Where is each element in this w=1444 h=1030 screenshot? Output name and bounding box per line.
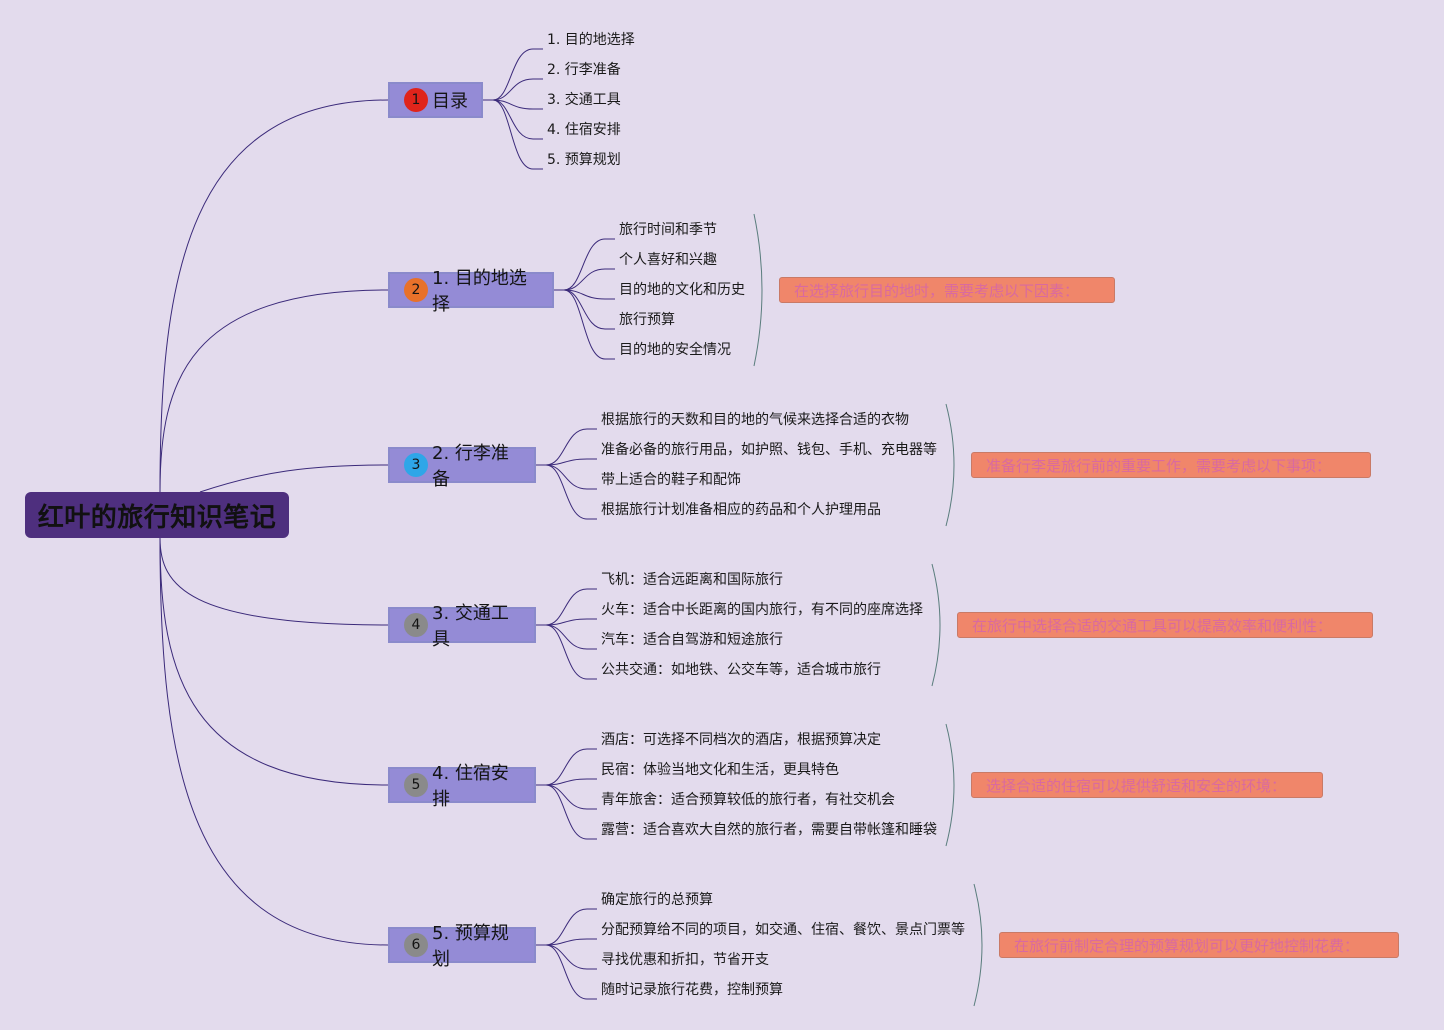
leaf-topic[interactable]: 酒店：可选择不同档次的酒店，根据预算决定: [601, 732, 881, 748]
leaf-connector: [536, 938, 597, 946]
leaf-topic[interactable]: 民宿：体验当地文化和生活，更具特色: [601, 762, 839, 778]
leaf-connector: [536, 588, 597, 626]
branch-label: 1. 目的地选择: [432, 268, 527, 315]
leaf-connector: [536, 778, 597, 786]
leaf-connector: [554, 289, 615, 330]
number-badge: 3: [404, 453, 428, 477]
leaf-connector: [483, 48, 543, 101]
leaf-connector: [536, 784, 597, 840]
leaf-connector: [536, 464, 597, 490]
leaf-connector: [536, 784, 597, 810]
leaf-connector: [536, 944, 597, 1000]
leaf-topic[interactable]: 目的地的文化和历史: [619, 282, 745, 298]
branch-connector: [159, 537, 389, 786]
number-badge: 6: [404, 933, 428, 957]
branch-label: 2. 行李准备: [432, 443, 509, 490]
summary-brace: [945, 723, 955, 847]
leaf-connector: [536, 428, 597, 466]
leaf-connector: [554, 268, 615, 291]
summary-brace: [973, 883, 983, 1007]
leaf-topic[interactable]: 根据旅行计划准备相应的药品和个人护理用品: [601, 502, 881, 518]
leaf-topic[interactable]: 根据旅行的天数和目的地的气候来选择合适的衣物: [601, 412, 909, 428]
summary-note[interactable]: 在选择旅行目的地时，需要考虑以下因素：: [779, 277, 1115, 303]
number-badge: 4: [404, 613, 428, 637]
branch-connector: [159, 537, 389, 626]
root-topic[interactable]: 红叶的旅行知识笔记: [25, 492, 289, 538]
leaf-connector: [554, 289, 615, 300]
leaf-topic[interactable]: 汽车：适合自驾游和短途旅行: [601, 632, 783, 648]
summary-brace: [753, 213, 763, 367]
branch-connector: [159, 537, 389, 946]
leaf-topic[interactable]: 2. 行李准备: [547, 62, 621, 78]
leaf-topic[interactable]: 1. 目的地选择: [547, 32, 635, 48]
summary-note[interactable]: 选择合适的住宿可以提供舒适和安全的环境：: [971, 772, 1323, 798]
leaf-connector: [483, 99, 543, 170]
leaf-topic[interactable]: 随时记录旅行花费，控制预算: [601, 982, 783, 998]
branch-connector: [199, 464, 389, 493]
leaf-topic[interactable]: 目的地的安全情况: [619, 342, 731, 358]
summary-brace: [945, 403, 955, 527]
leaf-topic[interactable]: 带上适合的鞋子和配饰: [601, 472, 741, 488]
branch-connector: [159, 99, 389, 493]
leaf-topic[interactable]: 寻找优惠和折扣，节省开支: [601, 952, 769, 968]
leaf-topic[interactable]: 准备必备的旅行用品，如护照、钱包、手机、充电器等: [601, 442, 937, 458]
leaf-topic[interactable]: 飞机：适合远距离和国际旅行: [601, 572, 783, 588]
leaf-connector: [483, 99, 543, 110]
leaf-topic[interactable]: 青年旅舍：适合预算较低的旅行者，有社交机会: [601, 792, 895, 808]
leaf-topic[interactable]: 公共交通：如地铁、公交车等，适合城市旅行: [601, 662, 881, 678]
summary-note[interactable]: 准备行李是旅行前的重要工作，需要考虑以下事项：: [971, 452, 1371, 478]
leaf-connector: [536, 618, 597, 626]
branch-label: 5. 预算规划: [432, 923, 509, 970]
leaf-connector: [536, 458, 597, 466]
number-badge: 5: [404, 773, 428, 797]
leaf-topic[interactable]: 4. 住宿安排: [547, 122, 621, 138]
leaf-connector: [536, 748, 597, 786]
branch-label: 目录: [432, 91, 468, 112]
leaf-connector: [554, 238, 615, 291]
leaf-connector: [483, 78, 543, 101]
leaf-topic[interactable]: 个人喜好和兴趣: [619, 252, 717, 268]
branch-label: 4. 住宿安排: [432, 763, 509, 810]
leaf-connector: [536, 464, 597, 520]
summary-note[interactable]: 在旅行前制定合理的预算规划可以更好地控制花费：: [999, 932, 1399, 958]
number-badge: 1: [404, 88, 428, 112]
leaf-topic[interactable]: 3. 交通工具: [547, 92, 621, 108]
branch-connector: [159, 289, 389, 493]
number-badge: 2: [404, 278, 428, 302]
leaf-topic[interactable]: 旅行时间和季节: [619, 222, 717, 238]
summary-brace: [931, 563, 941, 687]
leaf-connector: [536, 908, 597, 946]
leaf-connector: [536, 624, 597, 650]
leaf-topic[interactable]: 露营：适合喜欢大自然的旅行者，需要自带帐篷和睡袋: [601, 822, 937, 838]
branch-label: 3. 交通工具: [432, 603, 509, 650]
leaf-topic[interactable]: 分配预算给不同的项目，如交通、住宿、餐饮、景点门票等: [601, 922, 965, 938]
leaf-topic[interactable]: 旅行预算: [619, 312, 675, 328]
leaf-connector: [554, 289, 615, 360]
leaf-connector: [536, 624, 597, 680]
leaf-connector: [483, 99, 543, 140]
summary-note[interactable]: 在旅行中选择合适的交通工具可以提高效率和便利性：: [957, 612, 1373, 638]
leaf-topic[interactable]: 确定旅行的总预算: [601, 892, 713, 908]
leaf-topic[interactable]: 5. 预算规划: [547, 152, 621, 168]
leaf-topic[interactable]: 火车：适合中长距离的国内旅行，有不同的座席选择: [601, 602, 923, 618]
leaf-connector: [536, 944, 597, 970]
